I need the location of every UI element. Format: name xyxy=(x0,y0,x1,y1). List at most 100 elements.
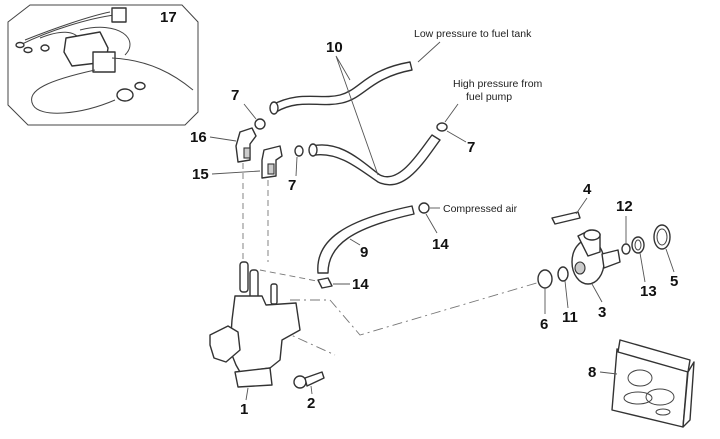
hose-end xyxy=(269,101,279,115)
valve-body xyxy=(229,295,301,373)
sensor xyxy=(116,88,134,102)
leader-8 xyxy=(599,371,618,375)
assembly-line xyxy=(259,269,323,283)
leader-low-pressure xyxy=(417,41,441,63)
pump-outlet xyxy=(601,249,621,269)
leader-4 xyxy=(575,197,588,215)
callout-1: 1 xyxy=(240,401,248,418)
callout-14-upper: 14 xyxy=(432,236,449,253)
leader-16 xyxy=(209,136,237,142)
terminal xyxy=(15,41,25,49)
bolt-2: 2 xyxy=(293,371,325,412)
washer-5: 5 xyxy=(653,224,678,290)
nozzle xyxy=(270,283,278,305)
elbow-fitting xyxy=(261,145,283,179)
fitting-15: 15 xyxy=(192,145,283,183)
callout-12: 12 xyxy=(616,198,633,215)
callout-9: 9 xyxy=(360,244,368,261)
callout-17: 17 xyxy=(160,9,177,26)
gasket-kit-8: 8 xyxy=(588,339,695,428)
washer-hole xyxy=(634,239,642,251)
callout-7-right: 7 xyxy=(467,139,475,156)
callout-6: 6 xyxy=(540,316,548,333)
leader-13 xyxy=(639,252,646,283)
part-4: 4 xyxy=(551,181,592,225)
assembly-line xyxy=(242,163,269,262)
pump-inlet xyxy=(574,261,586,275)
clip-strip xyxy=(551,211,581,225)
washer xyxy=(134,81,146,91)
callout-5: 5 xyxy=(670,273,678,290)
callout-11: 11 xyxy=(562,309,578,326)
hose xyxy=(271,61,413,113)
valve-actuator xyxy=(209,325,241,363)
leader-2 xyxy=(310,385,313,395)
note-compressed-air: Compressed air xyxy=(443,203,518,215)
inset-frame xyxy=(7,4,199,126)
callout-15: 15 xyxy=(192,166,209,183)
tube xyxy=(111,57,194,91)
clip-7-top: 7 xyxy=(231,87,266,130)
hose-10-upper xyxy=(269,61,413,115)
clip-7-mid: 7 xyxy=(288,145,304,194)
valve-base xyxy=(234,367,273,388)
terminal xyxy=(40,44,50,52)
wire xyxy=(24,11,111,41)
wiring-kit-inset: 17 xyxy=(7,4,199,126)
hose-clip xyxy=(436,122,448,132)
wire xyxy=(19,14,116,46)
clip-7-right: 7 xyxy=(436,122,475,156)
connector xyxy=(111,7,127,23)
hose-9: 9 xyxy=(317,205,415,274)
leader-7-right xyxy=(446,130,467,143)
bolt-shaft xyxy=(304,371,325,387)
nozzle xyxy=(239,261,249,293)
clip-14-lower: 14 xyxy=(317,276,369,293)
washer xyxy=(537,269,553,289)
leader-9 xyxy=(349,238,361,246)
hose-10-lower xyxy=(308,134,441,186)
hose-clip xyxy=(294,145,304,157)
washer xyxy=(631,236,645,254)
tube xyxy=(31,69,116,114)
leader-5 xyxy=(665,248,675,273)
leader-11 xyxy=(564,280,569,309)
hose-clip xyxy=(254,118,266,130)
note-high-pressure-1: High pressure from xyxy=(453,78,543,90)
washer xyxy=(653,224,671,250)
callout-7-top: 7 xyxy=(231,87,239,104)
callout-8: 8 xyxy=(588,364,596,381)
o-ring-12: 12 xyxy=(616,198,633,255)
bag-side xyxy=(682,361,695,428)
hose xyxy=(311,134,441,186)
hose-end xyxy=(308,143,318,157)
bolt-head xyxy=(293,375,307,389)
callout-14-lower: 14 xyxy=(352,276,369,293)
terminal xyxy=(23,46,33,54)
gasket xyxy=(655,408,671,416)
connector-top xyxy=(583,229,601,241)
leader-15 xyxy=(211,170,261,175)
fitting-16: 16 xyxy=(190,127,257,163)
assembly-line xyxy=(290,281,541,336)
note-low-pressure: Low pressure to fuel tank xyxy=(414,28,532,40)
callout-16: 16 xyxy=(190,129,207,146)
callout-13: 13 xyxy=(640,283,657,300)
callout-4: 4 xyxy=(583,181,592,198)
leader-7-mid xyxy=(295,156,298,177)
o-ring-11: 11 xyxy=(557,266,578,326)
tube xyxy=(79,26,131,56)
clip-14-upper: 14 Compressed air xyxy=(418,202,518,253)
washer-6: 6 xyxy=(537,269,553,333)
pump-3: 3 xyxy=(571,229,621,321)
gasket xyxy=(645,388,675,406)
leader-1 xyxy=(245,387,249,401)
fitting-clip xyxy=(243,147,251,159)
hose xyxy=(317,205,415,274)
o-ring xyxy=(621,243,631,255)
note-high-pressure-2: fuel pump xyxy=(466,91,512,103)
callout-7-mid: 7 xyxy=(288,177,296,194)
o-ring xyxy=(557,266,569,282)
